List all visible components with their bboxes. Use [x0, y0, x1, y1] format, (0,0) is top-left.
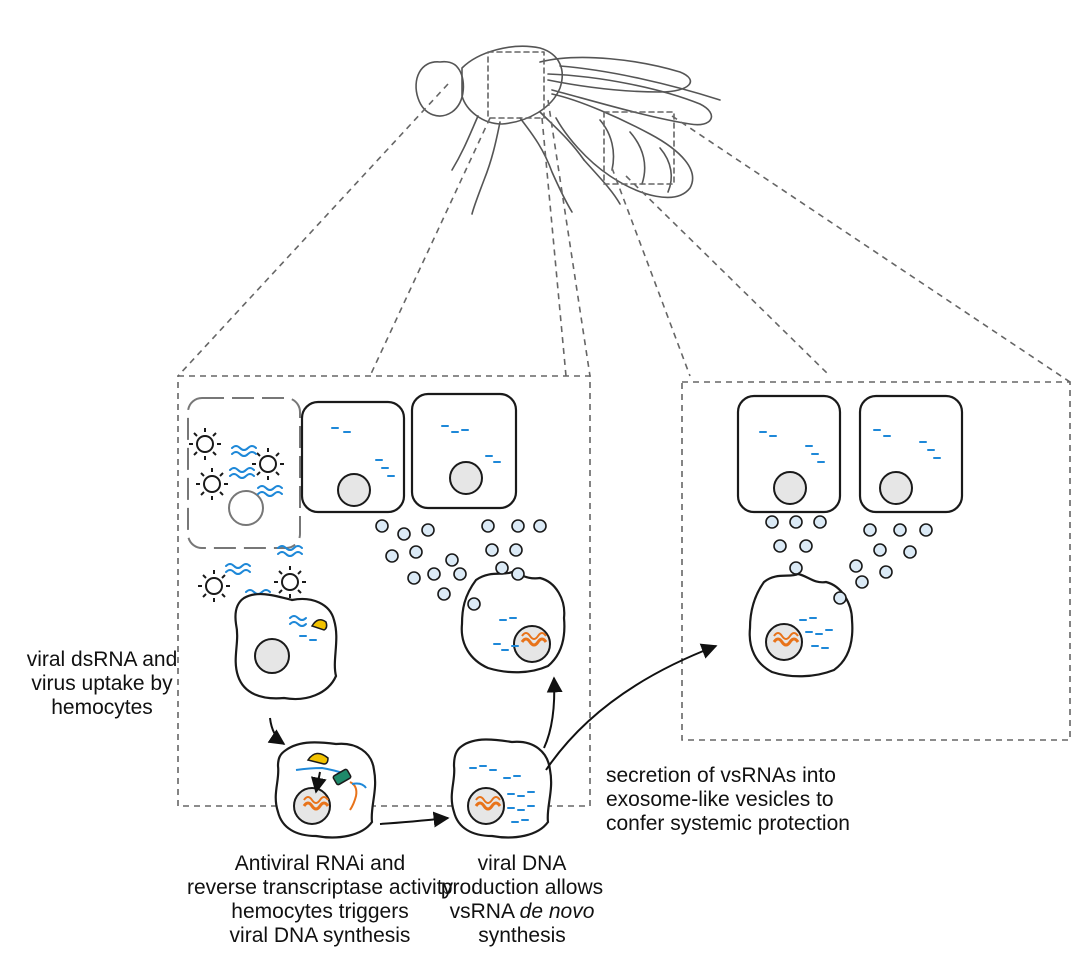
hemocyte-cell [450, 738, 553, 839]
arrow-icon [379, 811, 450, 828]
hemocyte-cell [460, 570, 566, 674]
nucleus-icon [228, 490, 264, 526]
fly-drawing [415, 45, 721, 215]
epithelial-cell [410, 392, 518, 510]
label-uptake: viral dsRNA and virus uptake by hemocyte… [4, 648, 200, 720]
label-line: exosome-like vesicles to [606, 788, 834, 811]
label-line: virus uptake by [31, 672, 173, 695]
arrow-icon [545, 643, 718, 771]
label-dna-production: viral DNA production allows vsRNA de nov… [402, 852, 642, 948]
virus-spikes [189, 428, 306, 602]
dsrna-icon [225, 445, 303, 601]
hemocyte-cell [748, 572, 854, 678]
arrow-icon [310, 771, 327, 794]
label-line: confer systemic protection [606, 812, 850, 835]
label-fragment: vsRNA [449, 900, 520, 923]
label-line: viral DNA synthesis [229, 924, 411, 947]
nucleus-icon [773, 471, 807, 505]
yellow-protein-icon [306, 752, 329, 765]
left-panel-box [177, 375, 591, 807]
yellow-protein-icon [310, 619, 328, 631]
vsrna-dashes [331, 425, 501, 477]
label-line: viral DNA [477, 852, 567, 875]
epithelial-cell [736, 394, 842, 514]
label-line: vsRNA de novo [402, 900, 642, 924]
label-line: hemocytes [51, 696, 153, 719]
zoom-connectors [177, 83, 1071, 383]
process-arrows [267, 643, 718, 828]
label-rnai: Antiviral RNAi and reverse transcriptase… [180, 852, 460, 948]
rt-enzyme-icon [332, 768, 352, 786]
label-line: secretion of vsRNAs into [606, 764, 836, 787]
nucleus-icon [254, 638, 290, 674]
infected-cell [187, 397, 301, 549]
nucleus-icon [337, 473, 371, 507]
epithelial-cell [300, 400, 406, 514]
label-italic-fragment: de novo [519, 900, 595, 923]
right-panel-box [681, 381, 1071, 741]
arrow-icon [543, 676, 563, 749]
nucleus-icon [879, 471, 913, 505]
label-line: hemocytes triggers [231, 900, 409, 923]
vesicle-icon [765, 515, 933, 605]
virus-icon [196, 435, 299, 595]
label-line: viral dsRNA and [26, 648, 178, 671]
label-line: reverse transcriptase activity [186, 876, 454, 899]
label-line: synthesis [478, 924, 566, 947]
vesicle-icon [375, 519, 547, 611]
arrow-icon [267, 717, 286, 745]
label-line: production allows [440, 876, 604, 899]
label-secretion: secretion of vsRNAs into exosome-like ve… [606, 764, 906, 836]
nucleus-icon [449, 461, 483, 495]
label-line: Antiviral RNAi and [234, 852, 406, 875]
